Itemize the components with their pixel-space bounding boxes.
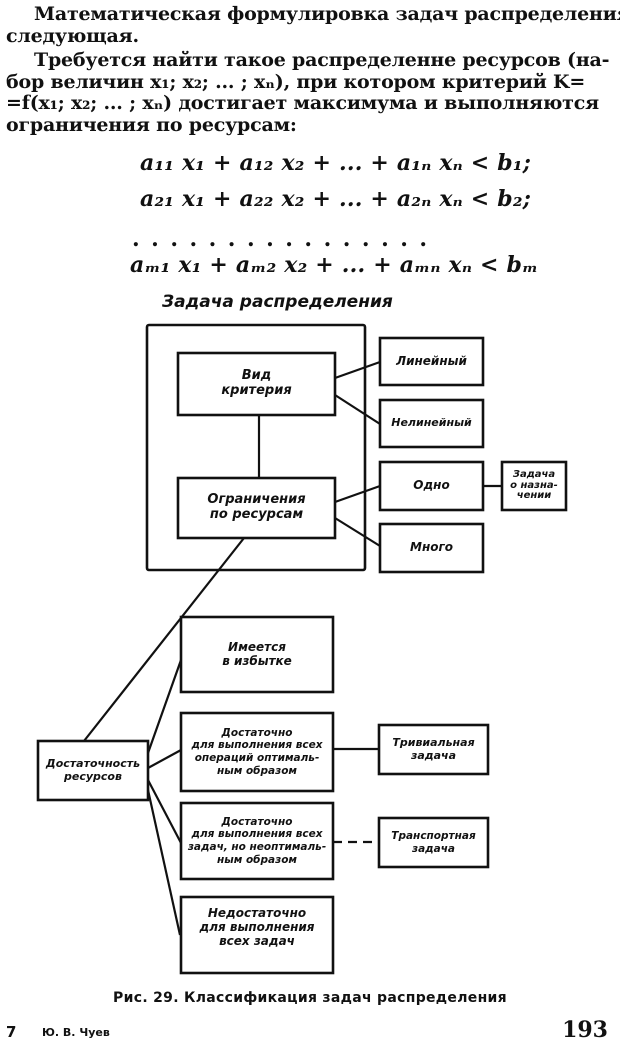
assignment-problem-label: Задача о назна- чении [502, 462, 566, 510]
linear-label: Линейный [380, 338, 483, 385]
label-line: Линейный [396, 353, 467, 368]
insufficient-box [179, 895, 335, 975]
surplus-box [179, 615, 335, 694]
label-line: задача [410, 748, 457, 762]
label-line: Одно [413, 478, 450, 493]
label-line: чении [516, 490, 552, 502]
label-line: Задача [512, 469, 556, 481]
signature-mark: 7 [6, 1023, 17, 1041]
text-line: Математическая формулировка задач распре… [34, 3, 620, 25]
surplus-label: Имеется в избытке [181, 617, 333, 692]
text-line: =f(x₁; x₂; ... ; xₙ) достигает максимума… [6, 92, 599, 114]
equation-row-m: aₘ₁ x₁ + aₘ₂ x₂ + ... + aₘₙ xₙ < bₘ [130, 252, 539, 278]
sufficient-optimal-label: Достаточно для выполнения всех операций … [181, 713, 333, 791]
ellipsis-row: ................ [132, 226, 439, 252]
sufficient-optimal-box [179, 711, 335, 793]
label-line: для выполнения всех [191, 828, 323, 841]
label-line: ресурсов [64, 769, 122, 783]
label-line: в избытке [222, 653, 292, 668]
insufficient-label: Недостаточно для выполнения всех задач [181, 897, 333, 959]
equation-row-1: a₁₁ x₁ + a₁₂ x₂ + ... + a₁ₙ xₙ < b₁; [140, 150, 532, 176]
label-line: для выполнения всех [191, 739, 323, 752]
resource-constraints-box [176, 476, 337, 540]
label-line: для выполнения [199, 920, 315, 935]
linear-box [378, 336, 485, 387]
resource-sufficiency-box [36, 739, 150, 802]
paragraph-problem-statement: Требуется найти такое распределенне ресу… [6, 49, 614, 136]
nonlinear-label: Нелинейный [380, 400, 483, 447]
resource-sufficiency-label: Достаточность ресурсов [38, 741, 148, 800]
transport-problem-label: Транспортная задача [379, 818, 488, 867]
label-line: задача [411, 842, 456, 855]
many-box [378, 522, 485, 574]
label-line: Вид [241, 368, 272, 384]
label-line: по ресурсам [209, 507, 304, 522]
criterion-type-box [176, 351, 337, 417]
label-line: Транспортная [391, 830, 476, 843]
label-line: Много [410, 540, 453, 555]
trivial-problem-label: Тривиальная задача [379, 725, 488, 774]
connector-sufficiency-surplus [146, 659, 183, 754]
connector-constraints-many [334, 517, 381, 547]
label-line: Ограничения [207, 492, 306, 508]
label-line: Нелинейный [391, 416, 472, 430]
author-name: Ю. В. Чуев [42, 1026, 110, 1039]
equation-row-2: a₂₁ x₁ + a₂₂ x₂ + ... + a₂ₙ xₙ < b₂; [140, 186, 532, 212]
connector-sufficiency-nonoptimal [147, 779, 182, 844]
connector-criterion-nonlinear [334, 394, 381, 425]
label-line: операций оптималь- [194, 752, 320, 764]
label-line: Имеется [228, 639, 286, 654]
text-line: ограничения по ресурсам: [6, 113, 297, 136]
connector-sufficiency-insufficient [146, 789, 182, 936]
outer-frame-box [145, 323, 367, 572]
connector-sufficiency-optimal [147, 749, 182, 769]
paragraph-intro: Математическая формулировка задач распре… [6, 3, 620, 47]
label-line: ным образом [216, 764, 298, 777]
label-line: о назна- [510, 479, 558, 491]
connector-constraints-one [334, 484, 381, 504]
resource-constraints-label: Ограничения по ресурсам [178, 478, 335, 538]
many-label: Много [380, 524, 483, 572]
label-line: задач, но неоптималь- [187, 841, 327, 853]
text-line: следующая. [6, 24, 139, 47]
text-line: Требуется найти такое распределенне ресу… [34, 49, 610, 71]
label-line: Тривиальная [392, 735, 475, 749]
label-line: критерия [221, 383, 292, 398]
connector-constraints-sufficiency [83, 537, 245, 742]
connector-criterion-linear [334, 360, 381, 380]
one-label: Одно [380, 462, 483, 510]
label-line: Достаточность [45, 756, 141, 770]
label-line: Достаточно [221, 726, 293, 739]
sufficient-nonoptimal-label: Достаточно для выполнения всех задач, но… [181, 803, 333, 879]
label-line: Достаточно [221, 815, 293, 828]
text-line: бор величин x₁; x₂; ... ; xₙ), при котор… [6, 70, 586, 93]
criterion-type-label: Вид критерия [178, 353, 335, 415]
page-number: 193 [562, 1017, 608, 1043]
label-line: ным образом [216, 853, 298, 866]
label-line: всех задач [219, 933, 295, 948]
label-line: Недостаточно [207, 906, 307, 921]
figure-caption: Рис. 29. Классификация задач распределен… [113, 990, 507, 1006]
diagram-title: Задача распределения [162, 292, 393, 312]
